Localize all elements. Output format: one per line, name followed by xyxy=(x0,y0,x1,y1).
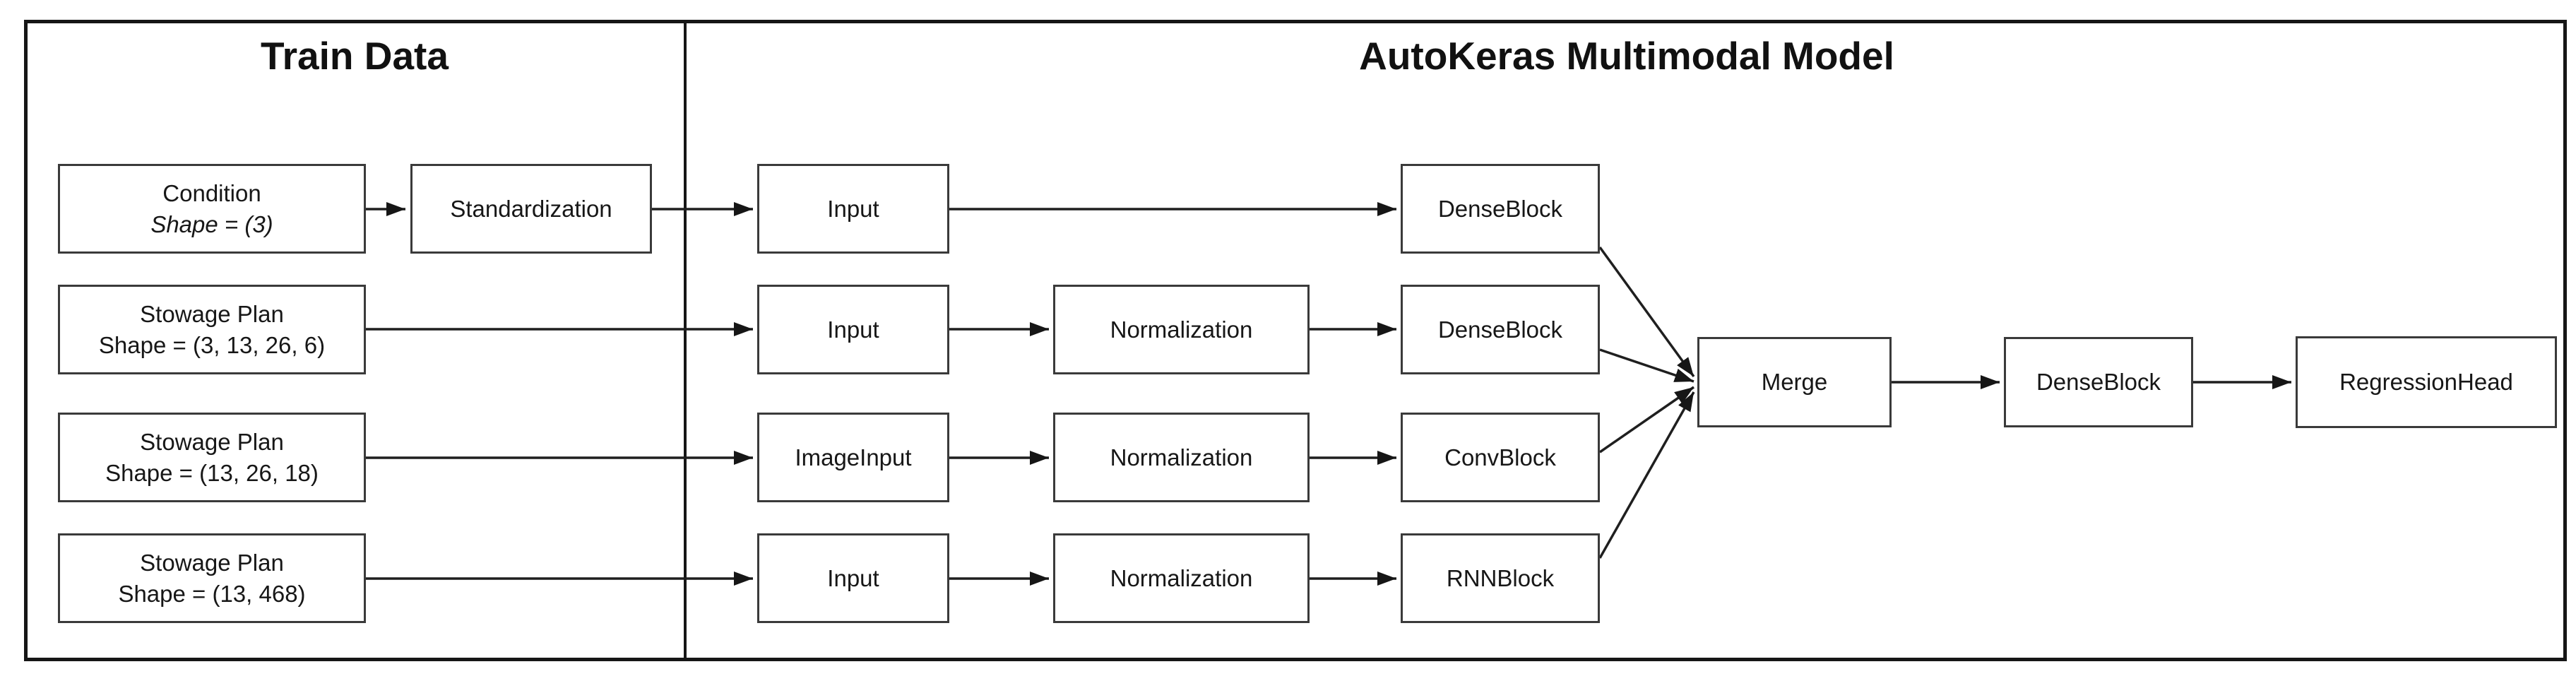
input-4-label: Input xyxy=(827,564,879,591)
regression-head-box: RegressionHead xyxy=(2296,336,2557,428)
normalization-2-box: Normalization xyxy=(1053,413,1310,502)
normalization-2-label: Normalization xyxy=(1110,444,1253,470)
image-input-box: ImageInput xyxy=(757,413,949,502)
merge-label: Merge xyxy=(1761,369,1828,395)
input-1-box: Input xyxy=(757,164,949,254)
stowage-plan-1-box: Stowage Plan Shape = (3, 13, 26, 6) xyxy=(58,285,366,374)
stowage-plan-3-label: Stowage Plan xyxy=(140,549,284,576)
normalization-3-label: Normalization xyxy=(1110,564,1253,591)
normalization-3-box: Normalization xyxy=(1053,533,1310,623)
condition-shape: Shape = (3) xyxy=(150,211,273,237)
dense-block-1-box: DenseBlock xyxy=(1401,164,1600,254)
stowage-plan-3-shape: Shape = (13, 468) xyxy=(118,580,306,607)
stowage-plan-1-shape: Shape = (3, 13, 26, 6) xyxy=(98,331,326,358)
rnn-block-label: RNNBlock xyxy=(1446,564,1555,591)
dense-block-2-label: DenseBlock xyxy=(1437,316,1563,343)
conv-block-box: ConvBlock xyxy=(1401,413,1600,502)
merge-box: Merge xyxy=(1697,337,1892,427)
arrow-denseblock1-merge xyxy=(1598,246,1695,378)
standardization-label: Standardization xyxy=(450,195,612,222)
section-divider xyxy=(684,20,687,661)
train-data-title: Train Data xyxy=(261,34,449,78)
regression-head-label: RegressionHead xyxy=(2339,369,2513,395)
outer-frame xyxy=(24,20,2567,661)
arrow-convblock-merge xyxy=(1599,386,1694,454)
stowage-plan-2-box: Stowage Plan Shape = (13, 26, 18) xyxy=(58,413,366,502)
normalization-1-box: Normalization xyxy=(1053,285,1310,374)
condition-box: Condition Shape = (3) xyxy=(58,164,366,254)
standardization-box: Standardization xyxy=(410,164,652,254)
final-dense-block-label: DenseBlock xyxy=(2036,369,2161,395)
rnn-block-box: RNNBlock xyxy=(1401,533,1600,623)
stowage-plan-1-label: Stowage Plan xyxy=(140,300,284,327)
input-2-label: Input xyxy=(827,316,879,343)
condition-label: Condition xyxy=(162,179,261,206)
stowage-plan-3-box: Stowage Plan Shape = (13, 468) xyxy=(58,533,366,623)
dense-block-1-label: DenseBlock xyxy=(1437,195,1563,222)
conv-block-label: ConvBlock xyxy=(1444,444,1556,470)
input-2-box: Input xyxy=(757,285,949,374)
arrow-denseblock2-merge xyxy=(1599,348,1694,383)
input-4-box: Input xyxy=(757,533,949,623)
dense-block-2-box: DenseBlock xyxy=(1401,285,1600,374)
image-input-label: ImageInput xyxy=(795,444,912,470)
stowage-plan-2-label: Stowage Plan xyxy=(140,428,284,455)
arrow-rnnblock-merge xyxy=(1598,391,1695,559)
final-dense-block-box: DenseBlock xyxy=(2004,337,2193,427)
model-title: AutoKeras Multimodal Model xyxy=(1359,34,1894,78)
stowage-plan-2-shape: Shape = (13, 26, 18) xyxy=(105,459,319,486)
input-1-label: Input xyxy=(827,195,879,222)
normalization-1-label: Normalization xyxy=(1110,316,1253,343)
